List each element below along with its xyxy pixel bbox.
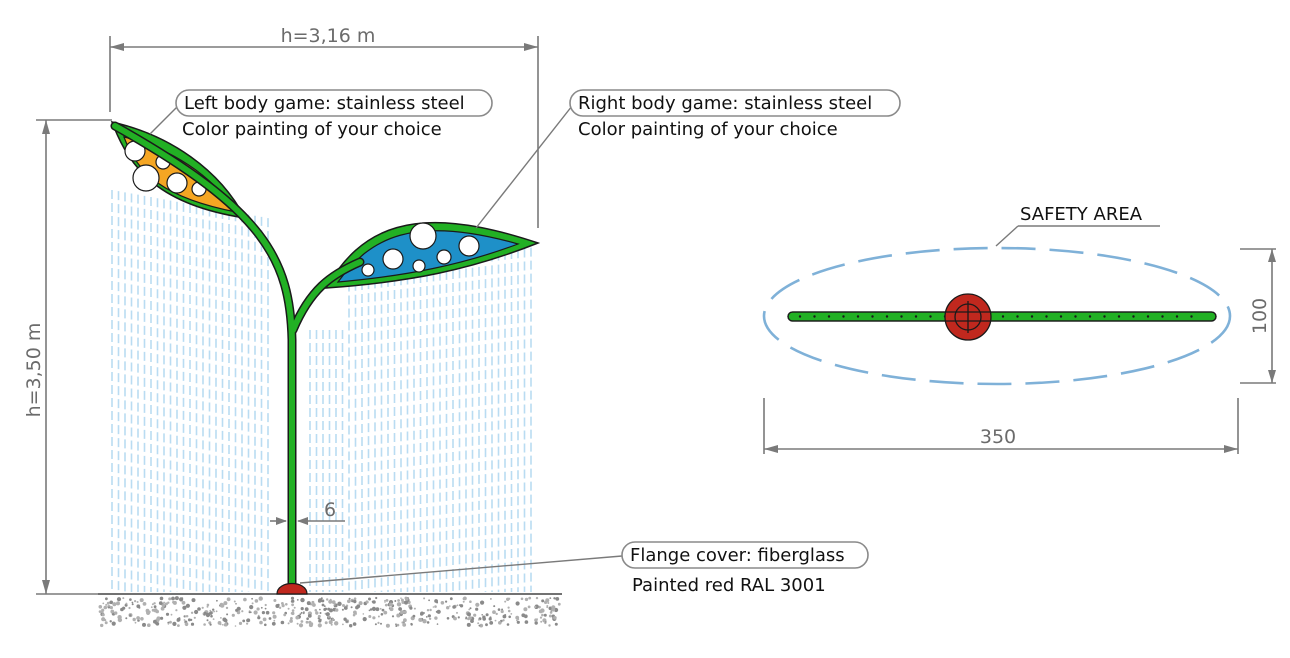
ground <box>98 593 562 628</box>
stem <box>110 121 365 593</box>
plan-length-label: 350 <box>980 426 1016 448</box>
flange-cover <box>276 582 308 595</box>
flange-subtitle: Painted red RAL 3001 <box>632 575 826 596</box>
flange-callout: Flange cover: fiberglass Painted red RAL… <box>299 541 869 596</box>
height-label: h=3,50 m <box>23 323 45 418</box>
stem-label: 6 <box>324 499 336 521</box>
flange-title: Flange cover: fiberglass <box>630 545 845 566</box>
plan-width-label: 100 <box>1249 298 1271 334</box>
safety-area-label: SAFETY AREA <box>1020 204 1143 225</box>
width-dimension: h=3,16 m <box>109 25 539 228</box>
right-leaf <box>324 222 541 289</box>
height-dimension: h=3,50 m <box>23 119 112 595</box>
plan-view: SAFETY AREA 100 350 <box>762 204 1276 454</box>
right-body-callout: Right body game: stainless steel Color p… <box>475 89 901 229</box>
right-body-subtitle: Color painting of your choice <box>578 119 838 140</box>
right-body-title: Right body game: stainless steel <box>578 93 872 114</box>
left-body-title: Left body game: stainless steel <box>184 93 465 114</box>
safety-area-boundary <box>762 246 1232 386</box>
left-body-subtitle: Color painting of your choice <box>182 119 442 140</box>
width-label: h=3,16 m <box>281 25 376 47</box>
stem-dimension: 6 <box>270 499 345 525</box>
water-curtain <box>111 190 532 592</box>
left-body-callout: Left body game: stainless steel Color pa… <box>149 89 493 140</box>
